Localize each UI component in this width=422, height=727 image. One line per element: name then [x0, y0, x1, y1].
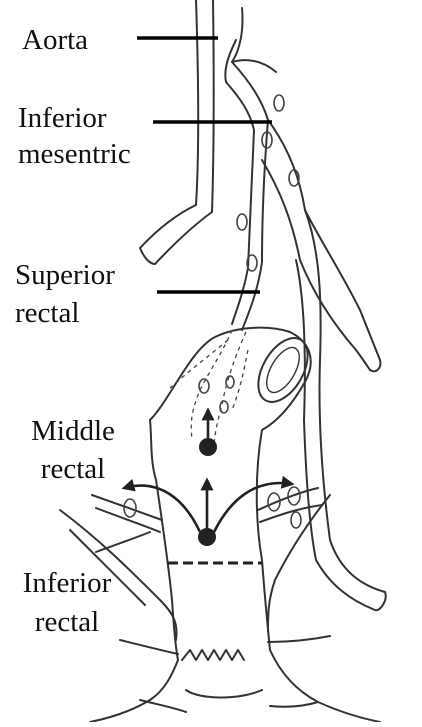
anal-canal [90, 636, 380, 722]
inferior-rectal-label-line2: rectal [8, 605, 126, 639]
middle-rectal-label-line2: rectal [10, 452, 136, 486]
drainage-arrows [124, 410, 292, 546]
right-lateral-vessel [262, 120, 386, 610]
upper-drainage-dot [199, 438, 217, 456]
superior-rectal-label-line1: Superior [15, 258, 115, 292]
superior-rectal-label-line2: rectal [15, 296, 79, 330]
inferior-mesentric-label-line2: mesentric [18, 137, 131, 171]
inferior-mesentric-label-line1: Inferior [18, 101, 107, 135]
aorta-label: Aorta [22, 23, 88, 57]
rectum [150, 328, 318, 660]
middle-rectal-label-line1: Middle [10, 414, 136, 448]
inferior-rectal-label-line1: Inferior [8, 566, 126, 600]
right-lateral-arrow [214, 483, 292, 532]
inferior-mesenteric-vessel [225, 8, 276, 330]
